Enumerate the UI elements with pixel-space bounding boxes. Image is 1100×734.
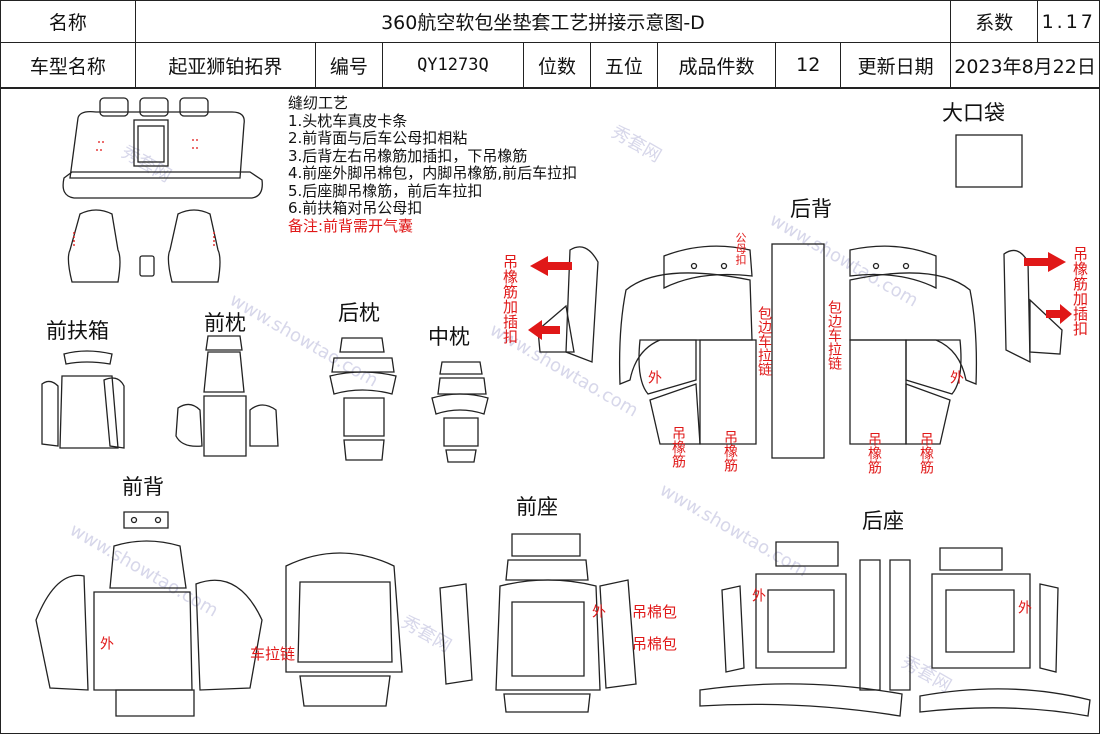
header-divider <box>0 88 1100 89</box>
seat-thumbnail-rear <box>62 97 263 199</box>
annotation-hang-elastic-buckle: 吊橡筋加插扣 <box>501 254 519 344</box>
note-item: 3.后背左右吊橡筋加插扣，下吊橡筋 <box>288 146 528 165</box>
rear-seat-pattern <box>699 541 1091 717</box>
mid-pillow-pattern <box>431 361 489 463</box>
annotation-outer: 外 <box>98 636 114 650</box>
annotation-hang-cotton: 吊棉包 <box>632 635 678 653</box>
section-label-rear-pillow: 后枕 <box>338 301 380 325</box>
date-value: 2023年8月22日 <box>950 42 1100 88</box>
model-label: 车型名称 <box>0 42 136 88</box>
note-item: 1.头枕车真皮卡条 <box>288 111 408 130</box>
section-label-bag: 大口袋 <box>942 101 1005 125</box>
annotation-hang-elastic: 吊橡筋 <box>722 430 738 472</box>
section-label-front-seat: 前座 <box>516 495 558 519</box>
note-item: 5.后座脚吊橡筋，前后车拉扣 <box>288 181 483 200</box>
coefficient-label: 系数 <box>950 0 1039 43</box>
section-label-front-pillow: 前枕 <box>204 311 246 335</box>
bag-pattern <box>955 134 1023 188</box>
date-label: 更新日期 <box>840 42 952 88</box>
seats-value: 五位 <box>589 42 658 88</box>
seat-thumbnail-front <box>67 209 221 283</box>
code-value: QY1273Q <box>381 42 525 88</box>
annotation-hang-elastic-buckle: 吊橡筋加插扣 <box>1071 246 1089 336</box>
annotation-male-buckle: 公母扣 <box>734 232 747 265</box>
sewing-notes: 缝纫工艺 1.头枕车真皮卡条 2.前背面与后车公母扣相粘 3.后背左右吊橡筋加插… <box>288 94 578 235</box>
annotation-car-zipper: 车拉链 <box>250 645 296 663</box>
section-label-rear-seat: 后座 <box>862 509 904 533</box>
front-seat-pattern <box>439 533 637 713</box>
front-armrest-pattern <box>41 350 125 449</box>
section-label-mid-pillow: 中枕 <box>428 325 470 349</box>
coefficient-value: 1.17 <box>1037 0 1100 43</box>
annotation-outer: 外 <box>646 370 662 384</box>
annotation-hang-elastic: 吊橡筋 <box>866 432 882 474</box>
header-table: 名称 360航空软包坐垫套工艺拼接示意图-D 系数 1.17 车型名称 起亚狮铂… <box>0 0 1100 88</box>
section-label-front-armrest: 前扶箱 <box>46 319 109 343</box>
model-value: 起亚狮铂拓界 <box>134 42 316 88</box>
notes-heading: 缝纫工艺 <box>288 94 349 112</box>
pieces-label: 成品件数 <box>656 42 777 88</box>
annotation-edge-zipper: 包边车拉链 <box>756 306 772 376</box>
note-item: 4.前座外脚吊棉包，内脚吊橡筋,前后车拉扣 <box>288 164 578 182</box>
annotation-outer: 外 <box>750 588 766 602</box>
front-pillow-pattern <box>175 335 279 457</box>
rear-back-pattern <box>537 243 1063 459</box>
annotation-outer: 外 <box>590 604 606 618</box>
note-item: 6.前扶箱对吊公母扣 <box>288 199 423 217</box>
annotation-outer: 外 <box>948 370 964 384</box>
section-label-rear-back: 后背 <box>790 197 832 221</box>
drawing-title: 360航空软包坐垫套工艺拼接示意图-D <box>134 0 952 43</box>
arrow-icon <box>528 252 1072 340</box>
annotation-edge-zipper: 包边车拉链 <box>826 300 842 370</box>
seats-label: 位数 <box>523 42 591 88</box>
note-item: 2.前背面与后车公母扣相粘 <box>288 129 468 147</box>
front-back-pattern <box>35 511 403 717</box>
annotation-hang-elastic: 吊橡筋 <box>918 432 934 474</box>
annotation-hang-elastic: 吊橡筋 <box>670 426 686 468</box>
annotation-hang-cotton: 吊棉包 <box>632 603 678 621</box>
section-label-front-back: 前背 <box>122 475 164 499</box>
pieces-value: 12 <box>775 42 842 88</box>
rear-pillow-pattern <box>329 337 397 461</box>
notes-remark: 备注:前背需开气囊 <box>288 216 414 235</box>
annotation-outer: 外 <box>1016 600 1032 614</box>
